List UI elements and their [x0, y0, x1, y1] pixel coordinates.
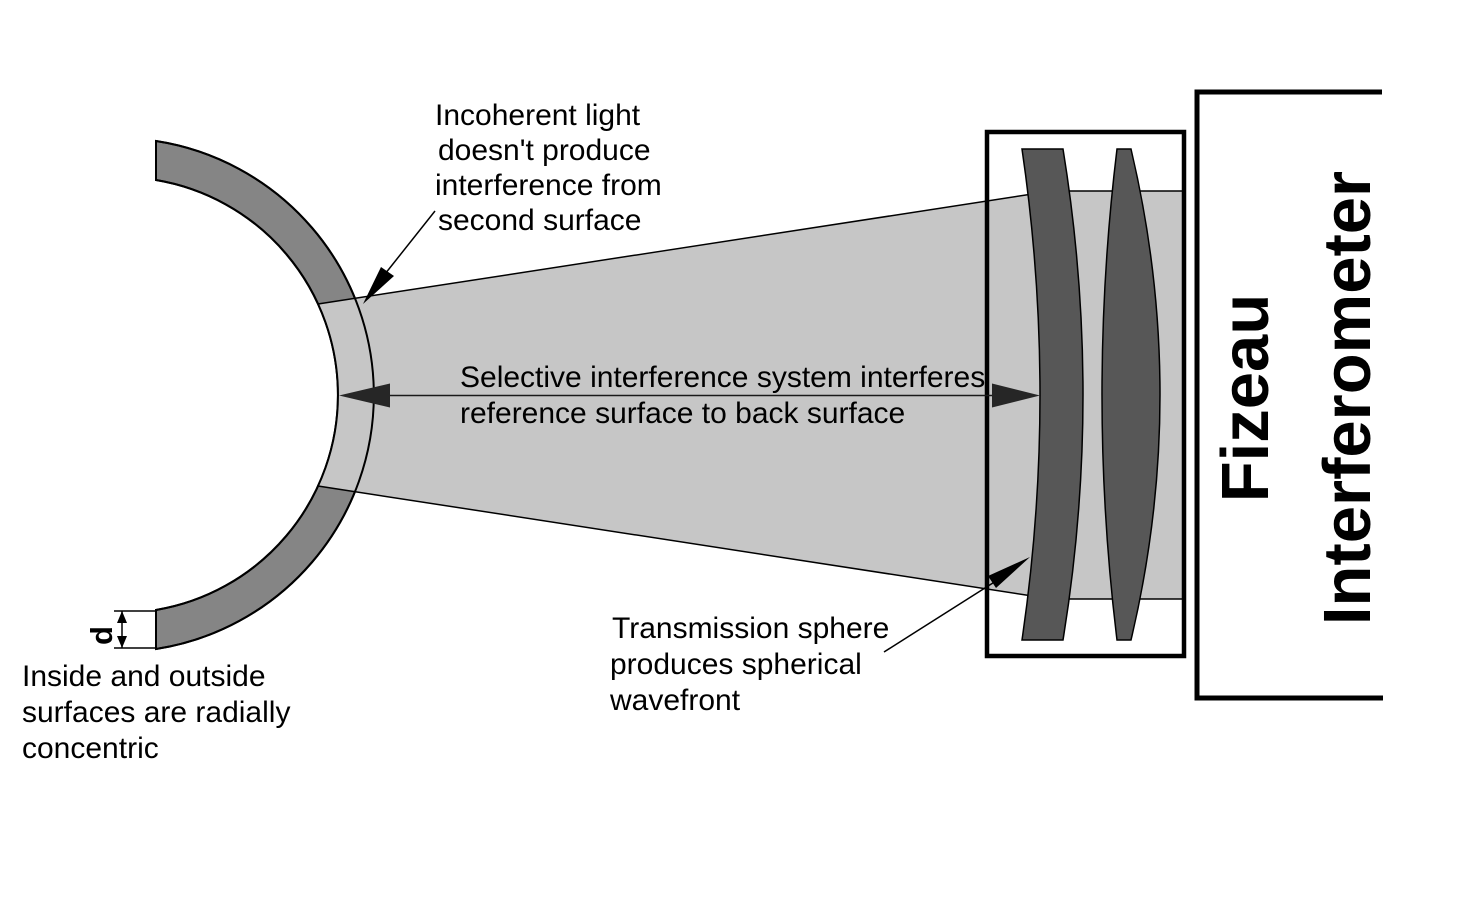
transmission-sphere-housing	[984, 129, 1187, 659]
svg-text:Transmission sphere: Transmission sphere	[612, 612, 889, 645]
biconvex-lens	[1101, 148, 1161, 641]
svg-text:interference from: interference from	[435, 169, 662, 202]
dim-arrow-up-icon	[117, 611, 127, 623]
arrowhead-left-icon	[339, 383, 390, 408]
incoherent-light-label: Incoherent light doesn't produce interfe…	[435, 99, 662, 237]
fizeau-interferometer-title: Fizeau Interferometer	[1208, 171, 1385, 625]
dome-shell-outline	[155, 139, 375, 651]
svg-text:Selective interference system: Selective interference system interferes	[460, 361, 985, 394]
arrowhead-right-icon	[992, 383, 1040, 408]
concentric-surfaces-label: Inside and outside surfaces are radially…	[22, 660, 290, 765]
svg-text:produces spherical: produces spherical	[610, 648, 862, 681]
dim-arrow-down-icon	[117, 636, 127, 648]
incoherent-leader-line	[384, 210, 436, 275]
fizeau-title-line1: Fizeau	[1208, 294, 1283, 503]
svg-text:second surface: second surface	[438, 204, 641, 237]
svg-text:reference surface to back surf: reference surface to back surface	[460, 397, 905, 430]
svg-text:surfaces are radially: surfaces are radially	[22, 696, 290, 729]
svg-text:Inside and outside: Inside and outside	[22, 660, 266, 693]
svg-text:Incoherent light: Incoherent light	[435, 99, 641, 132]
svg-text:wavefront: wavefront	[609, 684, 741, 717]
thickness-dimension-marker: d	[84, 610, 157, 649]
incoherent-leader-arrowhead-icon	[363, 267, 394, 304]
thickness-dimension-label: d	[84, 626, 119, 645]
fizeau-title-line2: Interferometer	[1310, 171, 1385, 625]
fizeau-interferometer-box	[1194, 89, 1383, 701]
transmission-leader-line	[883, 580, 997, 653]
svg-text:doesn't produce: doesn't produce	[438, 134, 651, 167]
transmission-leader-arrowhead-icon	[988, 557, 1030, 588]
transmission-sphere-label: Transmission sphere produces spherical w…	[609, 612, 889, 717]
selective-interference-label: Selective interference system interferes…	[460, 361, 985, 430]
meniscus-lens	[1021, 148, 1084, 641]
svg-text:concentric: concentric	[22, 732, 159, 765]
